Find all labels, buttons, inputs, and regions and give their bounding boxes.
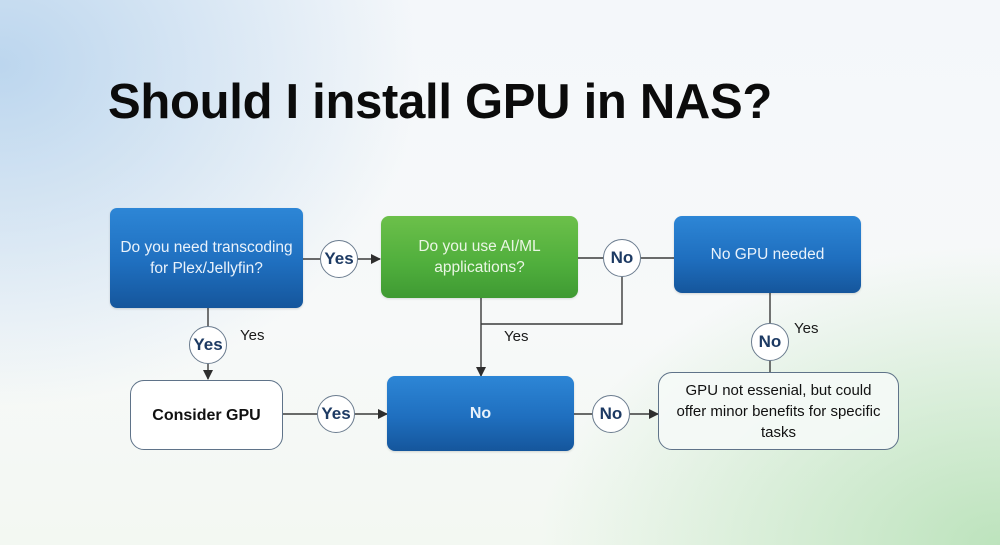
node-text: No GPU needed [710,246,825,263]
badge-aiml-to-no-gpu: No [603,239,641,277]
label-no-gpu-down: Yes [794,320,819,337]
badge-no-gpu-down: No [751,323,789,361]
badge-transcoding-down: Yes [189,326,227,364]
badge-transcoding-to-aiml: Yes [320,240,358,278]
edge-no-loop [481,277,623,325]
node-no-gpu-needed: No GPU needed [674,216,861,293]
node-gpu-not-essential: GPU not essenial, but could offer minor … [658,372,899,450]
node-text: GPU not essenial, but could offer minor … [676,381,881,441]
label-transcoding-down: Yes [240,327,265,344]
node-text: No [469,405,492,422]
node-text: Do you need transcoding for Plex/Jellyfi… [120,239,293,277]
node-no: No [387,376,574,451]
node-text: Do you use AI/ML applications? [418,238,541,276]
node-consider-gpu: Consider GPU [130,380,283,450]
badge-consider-to-no: Yes [317,395,355,433]
node-transcoding-question: Do you need transcoding for Plex/Jellyfi… [110,208,303,308]
node-text: Consider GPU [152,406,261,424]
node-aiml-question: Do you use AI/ML applications? [381,216,578,298]
diagram-title: Should I install GPU in NAS? [108,75,773,129]
label-aiml-down: Yes [504,328,529,345]
badge-no-to-not-essential: No [592,395,630,433]
